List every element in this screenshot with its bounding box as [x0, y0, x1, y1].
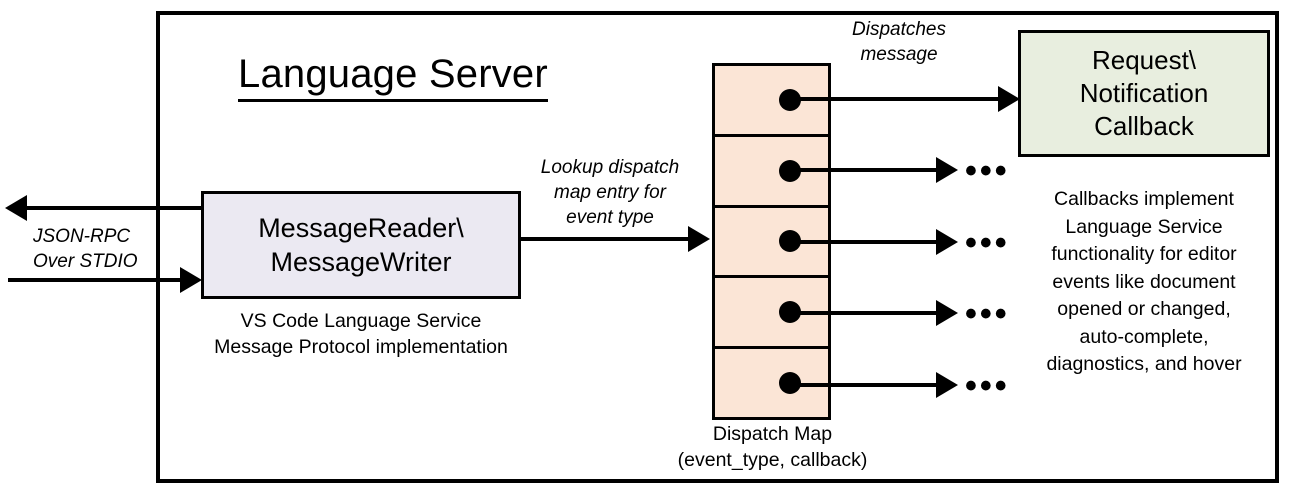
lookup-edge-line [521, 237, 689, 241]
dispatch-edge-line-1 [790, 97, 1002, 101]
dispatch-edge-line-3 [790, 240, 940, 244]
dispatch-map-row[interactable] [715, 137, 828, 208]
dispatch-map-caption: Dispatch Map (event_type, callback) [677, 423, 868, 471]
lookup-edge-arrowhead [688, 226, 710, 252]
language-server-boundary [156, 11, 1279, 483]
dispatch-edge-line-5 [790, 383, 940, 387]
dispatch-target-ellipsis-2: ••• [965, 152, 1010, 190]
dispatch-edge-arrowhead-1 [998, 86, 1020, 112]
jsonrpc-in-line [8, 278, 181, 282]
jsonrpc-out-line [27, 206, 203, 210]
dispatch-edge-line-2 [790, 168, 940, 172]
dispatch-edge-arrowhead-2 [936, 157, 958, 183]
page-title: Language Server [238, 50, 548, 102]
edge-label-lookup: Lookup dispatch map entry for event type [540, 157, 680, 228]
dispatch-edge-arrowhead-3 [936, 229, 958, 255]
dispatch-edge-line-4 [790, 311, 940, 315]
dispatch-target-ellipsis-4: ••• [965, 295, 1010, 333]
edge-label-dispatches: Dispatches message [852, 19, 946, 65]
dispatch-edge-arrowhead-5 [936, 372, 958, 398]
dispatch-map-row[interactable] [715, 66, 828, 137]
node-message-reader-writer-caption: VS Code Language Service Message Protoco… [214, 310, 508, 358]
jsonrpc-in-arrowhead [180, 267, 202, 293]
dispatch-edge-arrowhead-4 [936, 300, 958, 326]
node-message-reader-writer[interactable]: MessageReader\ MessageWriter [201, 191, 521, 299]
edge-label-jsonrpc: JSON-RPC Over STDIO [33, 226, 138, 272]
dispatch-target-ellipsis-5: ••• [965, 367, 1010, 405]
dispatch-target-ellipsis-3: ••• [965, 224, 1010, 262]
node-callback-caption: Callbacks implement Language Service fun… [1046, 188, 1242, 375]
node-request-notification-callback[interactable]: Request\ Notification Callback [1018, 30, 1270, 157]
jsonrpc-out-arrowhead [5, 195, 27, 221]
